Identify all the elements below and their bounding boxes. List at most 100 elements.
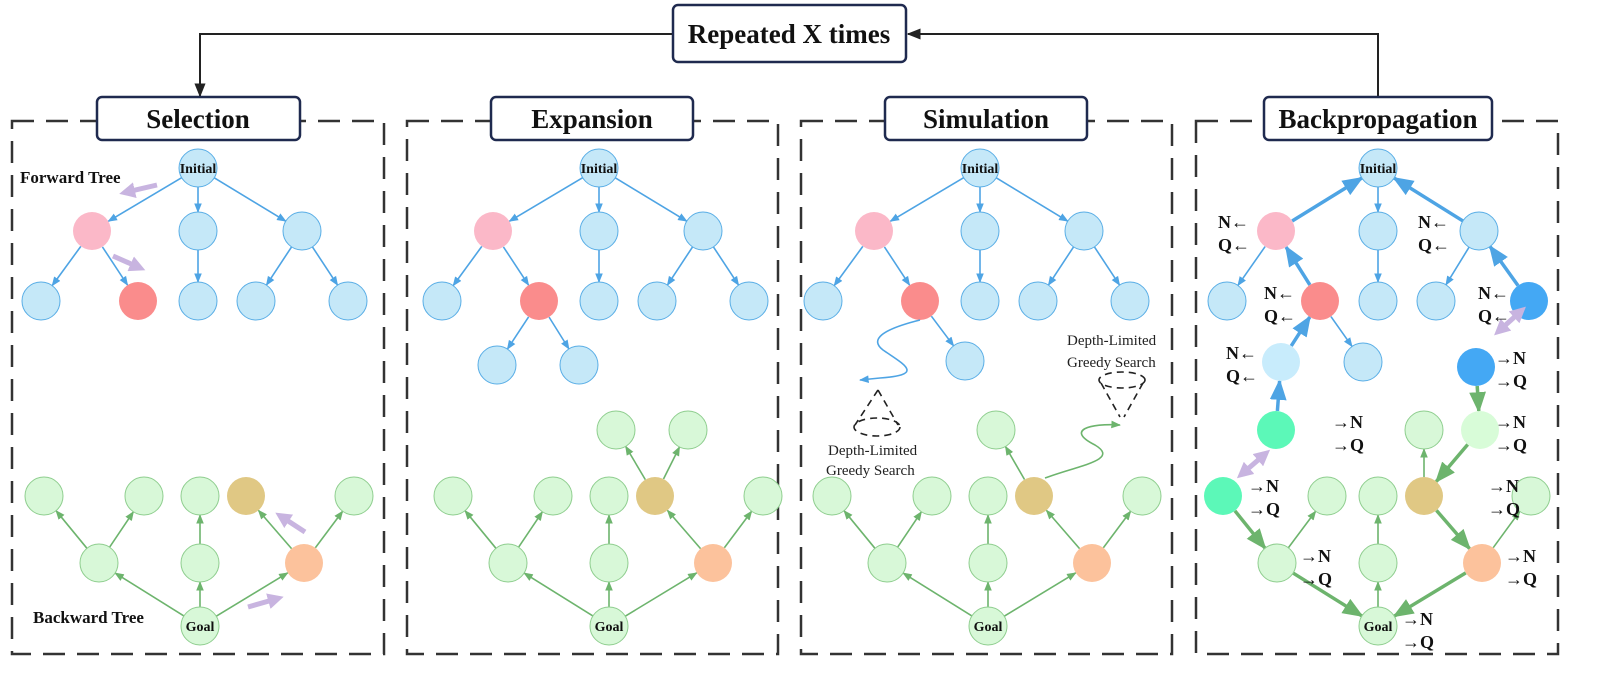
forward-node-circle — [1358, 281, 1398, 321]
backward-node — [334, 476, 374, 516]
forward-node — [1110, 281, 1150, 321]
backward-node-selected-circle — [285, 544, 323, 582]
tree-edge — [502, 246, 530, 286]
backward-node-circle — [589, 476, 629, 516]
forward-node — [637, 281, 677, 321]
backward-node — [1307, 476, 1347, 516]
initial-node-circle — [1358, 148, 1398, 188]
goal-node: Goal — [180, 606, 220, 646]
forward-node — [960, 281, 1000, 321]
nodes-layer: InitialGoalInitialGoalInitialGoalInitial… — [21, 148, 1551, 646]
forward-leaf-selected — [520, 282, 558, 320]
q-update-label: →Q — [1495, 371, 1527, 391]
forward-node-circle — [1343, 342, 1383, 382]
backward-node — [124, 476, 164, 516]
edges-layer — [51, 176, 1521, 618]
forward-node-circle — [178, 211, 218, 251]
backward-node — [589, 476, 629, 516]
tree-edge — [257, 509, 293, 550]
panel-title-expansion: Expansion — [489, 95, 695, 142]
backward-node-selected-circle — [694, 544, 732, 582]
tree-edge — [1045, 509, 1081, 550]
tree-edge — [213, 177, 287, 222]
expanded-forward-node-circle — [477, 345, 517, 385]
tree-edge — [1492, 510, 1521, 549]
q-update-label: →Q — [1495, 435, 1527, 455]
selection-path-arrow — [247, 593, 284, 610]
backward-node-circle — [180, 476, 220, 516]
backprop-edge — [1284, 245, 1312, 286]
tree-edge — [995, 177, 1069, 222]
expanded-backward-node-circle — [596, 410, 636, 450]
backprop-edge — [1269, 378, 1287, 412]
forward-node-circle — [1207, 281, 1247, 321]
forward-leaf-selected-circle — [901, 282, 939, 320]
backward-node-selected — [1073, 544, 1111, 582]
dlgs-cone-icon — [1098, 371, 1146, 418]
backprop-edge — [1434, 443, 1470, 484]
forward-node-selected-circle — [855, 212, 893, 250]
tree-edge — [314, 510, 344, 549]
dlgs-label-line2: Greedy Search — [1067, 355, 1156, 371]
tree-edge — [1003, 572, 1077, 617]
backward-node-circle — [24, 476, 64, 516]
goal-node-label: Goal — [974, 620, 1003, 635]
backward-node-circle — [79, 543, 119, 583]
backprop-node-circle — [1257, 212, 1295, 250]
tree-edge — [1330, 316, 1353, 348]
initial-node: Initial — [579, 148, 619, 188]
backward-node-circle — [743, 476, 783, 516]
initial-node-circle — [960, 148, 1000, 188]
tree-edge — [666, 509, 702, 550]
tree-edge — [107, 177, 183, 222]
forward-node-selected — [474, 212, 512, 250]
match-arrow — [1236, 449, 1271, 479]
n-update-label: →N — [1488, 476, 1519, 496]
goal-node-circle — [968, 606, 1008, 646]
tree-edge — [265, 246, 293, 286]
loop-label: Repeated X times — [688, 19, 890, 49]
match-arrow — [1494, 306, 1526, 336]
backward-node-circle — [488, 543, 528, 583]
goal-node-label: Goal — [186, 620, 215, 635]
goal-node: Goal — [589, 606, 629, 646]
q-update-label: →Q — [1300, 569, 1332, 589]
n-update-label: →N — [1495, 412, 1526, 432]
initial-node: Initial — [960, 148, 1000, 188]
cone-edge — [877, 389, 899, 426]
backward-node — [1358, 543, 1398, 583]
backward-node — [1358, 476, 1398, 516]
backward-node — [180, 543, 220, 583]
tree-edge — [1445, 246, 1470, 286]
backward-node — [968, 543, 1008, 583]
q-update-label: →Q — [1248, 499, 1280, 519]
tree-edge — [883, 246, 911, 286]
expanded-backward-node-circle — [668, 410, 708, 450]
n-update-label: N← — [1218, 212, 1249, 232]
backward-leaf-selected — [636, 477, 674, 515]
dlgs-label-line2: Greedy Search — [826, 463, 915, 479]
backprop-edge — [1233, 509, 1267, 550]
backward-node-circle — [1511, 476, 1551, 516]
forward-node-circle — [21, 281, 61, 321]
forward-node-circle — [729, 281, 769, 321]
goal-node-circle — [180, 606, 220, 646]
tree-edge — [833, 245, 864, 287]
backprop-node-circle — [1405, 477, 1443, 515]
backward-leaf-selected — [227, 477, 265, 515]
backward-node-circle — [867, 543, 907, 583]
forward-leaf-selected-circle — [520, 282, 558, 320]
backprop-node — [1257, 543, 1297, 583]
dlgs-label-line1: Depth-Limited — [1067, 333, 1157, 349]
forward-node — [960, 211, 1000, 251]
forward-node — [1064, 211, 1104, 251]
forward-node — [422, 281, 462, 321]
meeting-node-backward-circle — [1204, 477, 1242, 515]
backward-node-circle — [1307, 476, 1347, 516]
tree-edge — [1093, 246, 1121, 286]
backprop-node — [1405, 477, 1443, 515]
expanded-forward-node — [559, 345, 599, 385]
backward-leaf-selected — [1015, 477, 1053, 515]
q-update-label: Q← — [1264, 306, 1296, 326]
tree-edge — [624, 572, 698, 617]
